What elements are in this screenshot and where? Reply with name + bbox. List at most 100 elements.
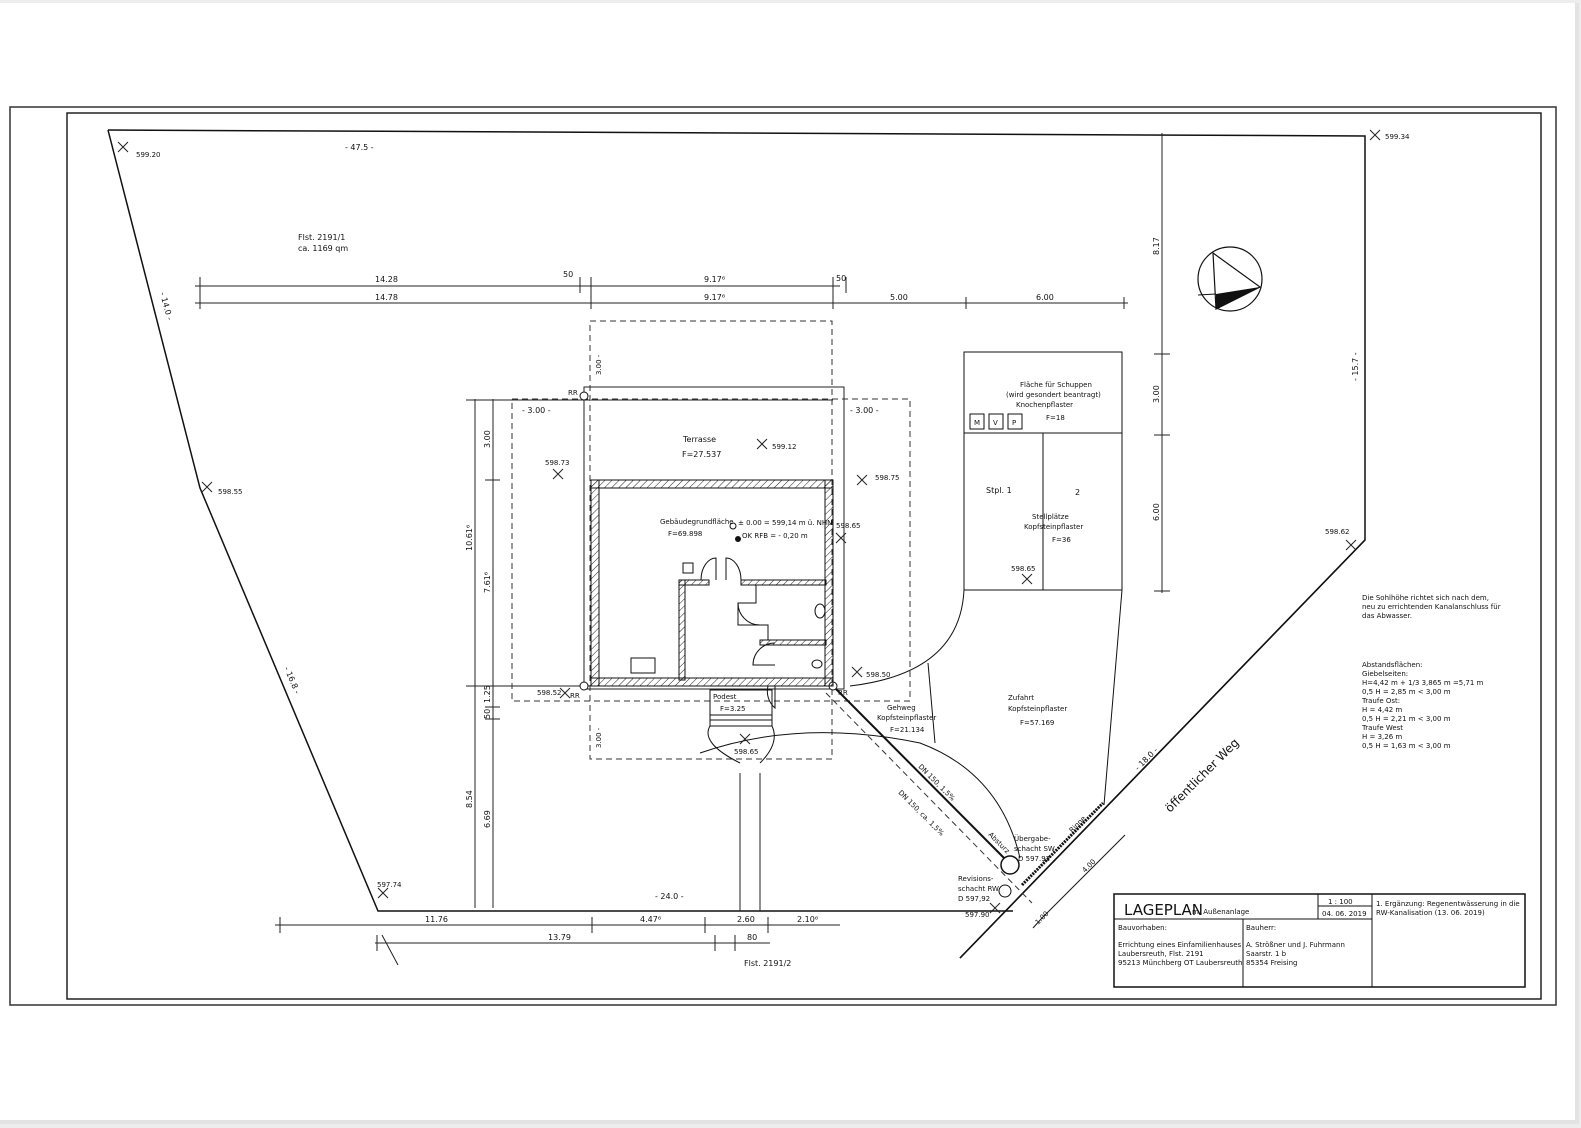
dim-left-inner-2: 7.61⁶ [483,572,492,593]
dim-bottom-5: 13.79 [548,933,571,942]
parcel-id: Flst. 2191/1 [298,233,345,242]
title-block-owner-label: Bauherr: [1246,924,1276,932]
svg-text:neu zu errichtenden Kanalansch: neu zu errichtenden Kanalanschluss für [1362,603,1501,611]
walkway-material: Kopfsteinpflaster [877,714,936,722]
title-block-owner-3: 85354 Freising [1246,959,1297,967]
bin-m: M [974,419,980,427]
dim-left-inner-1: 3.00 [483,430,492,448]
title-block-project-label: Bauvorhaben: [1118,924,1167,932]
spot-height-w: 598.55 [218,488,243,496]
setback-top-label: 3.00 - [595,354,603,375]
site-plan-drawing: 14.28 50 9.17⁶ 50 14.78 9.17⁶ 5.00 6.00 … [9,106,1557,1006]
rr-label-3: RR [838,689,848,697]
title-block-project-2: Laubersreuth, Flst. 2191 [1118,950,1204,958]
dim-bottom-3: 2.60 [737,915,755,924]
setback-right-label: - 3.00 - [850,406,879,415]
dim-bottom-1: 11.76 [425,915,448,924]
dimension-chain-right [1154,133,1170,593]
manhole-rw-l1: Revisions- [958,875,994,883]
spot-height-ne: 599.34 [1385,133,1410,141]
title-block-project-1: Errichtung eines Einfamilienhauses [1118,941,1242,949]
spot-height-house-w: 598.73 [545,459,570,467]
spot-height-sw: 597.74 [377,881,402,889]
dim-right-3: 6.00 [1152,503,1161,521]
setback-bottom-label: 3.00 - [595,727,603,748]
parking-area: F=36 [1052,536,1071,544]
gutter-label: Rinne [1068,815,1088,835]
dim-top-8: 6.00 [1036,293,1054,302]
parking-1: Stpl. 1 [986,486,1012,495]
setback-horizontal [511,398,911,702]
building-area: F=69.898 [668,530,702,538]
boundary-bottom-length: - 24.0 - [655,892,684,901]
parking-material: Kopfsteinpflaster [1024,523,1083,531]
landing-label: Podest [713,693,737,701]
dim-left-outer-1: 10.61⁶ [465,525,474,551]
spot-height-e: 598.62 [1325,528,1350,536]
rr-label-1: RR [568,389,578,397]
svg-text:0,5 H = 2,85 m < 3,00 m: 0,5 H = 2,85 m < 3,00 m [1362,688,1451,696]
gutter [1020,801,1105,887]
shed-material: Knochenpflaster [1016,401,1073,409]
terrace-label: Terrasse [682,435,716,444]
property-boundary-w [107,129,1013,912]
landing-area: F=3.25 [720,705,745,713]
svg-text:Traufe West: Traufe West [1361,724,1403,732]
dim-top-6: 9.17⁶ [704,293,725,302]
boundary-street-length: - 18.0 - [1133,746,1160,773]
svg-text:0,5 H = 2,21 m < 3,00 m: 0,5 H = 2,21 m < 3,00 m [1362,715,1451,723]
dim-top-5: 14.78 [375,293,398,302]
driveway-label: Zufahrt [1008,694,1034,702]
pipe-sw-label: DN 150, 1,5% [917,763,957,803]
title-block: LAGEPLAN m. Außenanlage 1 : 100 04. 06. … [1113,893,1526,988]
dim-left-inner-4: 50 [483,709,492,719]
street-edge [959,539,1366,959]
street-name: öffentlicher Weg [1162,736,1242,816]
spot-height-house-sw: 598.52 [537,689,562,697]
spot-height-street-corner: 597.90 [965,911,990,919]
title-block-owner-2: Saarstr. 1 b [1246,950,1287,958]
driveway-area: F=57.169 [1020,719,1054,727]
bin-p: P [1012,419,1016,427]
svg-text:Traufe Ost:: Traufe Ost: [1361,697,1400,705]
street-dim-a: 4.00 [1081,858,1098,875]
inner-sheet-frame [66,112,1542,1000]
bin-v: V [993,419,998,427]
walkway-arc [699,732,1021,859]
spot-height-entrance: 598.65 [734,748,759,756]
title-block-revision-2: RW-Kanalisation (13. 06. 2019) [1376,909,1485,917]
sewer-pipe-rw [825,692,1033,904]
title-block-owner-1: A. Strößner und J. Fuhrmann [1246,941,1345,949]
title-block-scale: 1 : 100 [1328,898,1353,906]
north-arrow-icon [1197,246,1263,312]
manhole-rw [998,884,1012,898]
dim-top-3: 9.17⁶ [704,275,725,284]
driveway-curve [849,589,965,687]
terrace-area: F=27.537 [682,450,721,459]
dimension-chain-left [466,399,590,908]
dimension-chain-bottom [275,773,840,966]
setback-left-label: - 3.00 - [522,406,551,415]
svg-text:Die Sohlhöhe richtet sich nach: Die Sohlhöhe richtet sich nach dem, [1362,594,1489,602]
spot-height-house-se: 598.50 [866,671,891,679]
dim-bottom-6: 80 [747,933,757,942]
parking-label: Stellplätze [1032,513,1069,521]
title-block-subtitle: m. Außenanlage [1192,908,1249,916]
shed-area: F=18 [1046,414,1065,422]
boundary-top-length: - 47.5 - [345,143,374,152]
neighbor-parcel: Flst. 2191/2 [744,959,791,968]
svg-text:das Abwasser.: das Abwasser. [1362,612,1412,620]
title-block-title: LAGEPLAN [1124,901,1203,919]
waste-bins: M V P [969,413,1023,430]
dim-left-inner-5: 6.69 [483,810,492,828]
manhole-sw-l2: schacht SW [1014,845,1055,853]
shed-note: (wird gesondert beantragt) [1006,391,1101,399]
setback-calculation-note: Abstandsflächen: Giebelseiten: H=4,42 m … [1361,661,1484,750]
spot-height-terrace: 599.12 [772,443,797,451]
property-boundary-ne [107,129,1366,959]
parcel-area: ca. 1169 qm [298,244,348,253]
dimension-chain-top [195,277,1128,309]
dim-right-2: 3.00 [1152,385,1161,403]
title-block-date: 04. 06. 2019 [1322,910,1367,918]
manhole-sw [1000,855,1020,875]
